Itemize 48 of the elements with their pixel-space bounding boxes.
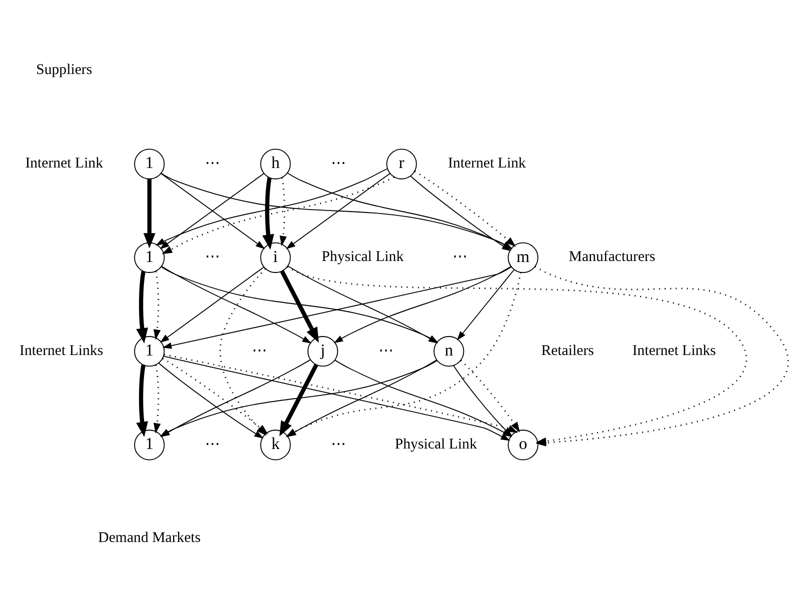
arrow — [286, 360, 438, 437]
arrow — [136, 364, 148, 437]
node-circle: h — [260, 148, 291, 180]
label: ⋯ — [378, 342, 394, 359]
label: Internet Link — [448, 156, 526, 172]
arrow — [262, 177, 274, 250]
arrow — [279, 364, 318, 436]
node-circle: n — [434, 336, 464, 367]
label: ⋯ — [331, 156, 346, 172]
node-circle: j — [307, 336, 338, 367]
label: Demand Markets — [98, 530, 201, 546]
label: Internet Links — [20, 342, 104, 359]
label: ⋯ — [452, 249, 468, 266]
arrow — [280, 270, 319, 343]
arrow — [286, 172, 390, 250]
label: Manufacturers — [568, 249, 656, 266]
node-circle: r — [386, 148, 417, 180]
label: ⋯ — [331, 436, 346, 452]
arrow — [136, 271, 148, 344]
arrow — [160, 266, 264, 343]
arrow — [456, 269, 514, 340]
arrow — [156, 168, 388, 246]
node-circle: 1 — [134, 148, 165, 180]
arrow — [161, 266, 312, 344]
arrow — [162, 266, 512, 349]
arrow — [280, 178, 287, 246]
label: Physical Link — [322, 249, 404, 266]
arrow — [143, 178, 156, 248]
label: ⋯ — [204, 156, 220, 172]
node-circle: k — [260, 430, 291, 460]
node-circle: 1 — [134, 242, 165, 273]
label: Internet Links — [632, 342, 716, 359]
label: Suppliers — [36, 62, 92, 78]
arrow — [154, 364, 161, 434]
label: ⋯ — [204, 436, 220, 452]
node-circle: m — [508, 242, 538, 273]
label: Physical Link — [394, 436, 477, 452]
node-circle: o — [508, 430, 538, 460]
label: Retailers — [541, 342, 594, 359]
label: ⋯ — [252, 342, 268, 359]
label: ⋯ — [204, 249, 220, 266]
label: Internet Link — [25, 156, 104, 172]
node-circle: 1 — [134, 430, 165, 460]
arrow — [460, 360, 520, 432]
node-circle: 1 — [134, 336, 165, 367]
arrow — [162, 176, 394, 254]
node-circle: i — [260, 242, 291, 273]
arrow — [154, 271, 161, 340]
